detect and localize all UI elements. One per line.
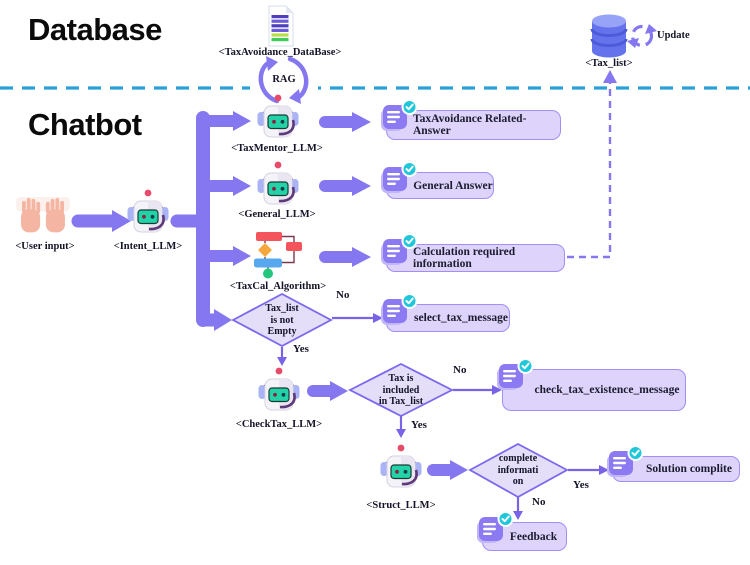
message-text: TaxAvoidance Related-Answer: [413, 113, 527, 137]
chat-check-icon: [381, 99, 417, 135]
message-feedback: Feedback: [482, 522, 567, 551]
message-text: Solution complite: [646, 463, 732, 475]
decision-tax-included-text: Tax is included in Tax_list: [378, 373, 424, 407]
message-general-answer: General Answer: [386, 172, 494, 199]
message-tax-avoidance-answer: TaxAvoidance Related-Answer: [386, 110, 561, 140]
message-check-tax-existence: check_tax_existence_message: [502, 369, 686, 411]
message-solution-complete: Solution complite: [612, 456, 740, 482]
taxcal-algorithm-label: <TaxCal_Algorithm>: [229, 281, 327, 292]
message-calculation-info: Calculation required information: [386, 244, 565, 272]
decision-diamonds: [231, 292, 569, 499]
intent-llm-robot-icon: [124, 188, 172, 236]
checktax-llm-label: <CheckTax_LLM>: [235, 419, 323, 430]
intent-llm-label: <Intent_LLM>: [113, 241, 183, 252]
tax-database-label: <TaxAvoidance_DataBase>: [218, 47, 342, 58]
yes-label-3: Yes: [573, 479, 589, 491]
taxmentor-llm-label: <TaxMentor_LLM>: [231, 143, 323, 154]
struct-llm-robot-icon: [377, 443, 425, 491]
chat-check-icon: [381, 293, 417, 329]
chat-check-icon: [497, 358, 533, 394]
taxmentor-llm-robot-icon: [254, 93, 302, 141]
no-label-1: No: [336, 289, 350, 301]
diamond-tax-list-not-empty: [231, 292, 333, 348]
checktax-llm-robot-icon: [255, 366, 303, 414]
yes-label-1: Yes: [293, 343, 309, 355]
general-llm-label: <General_LLM>: [238, 209, 316, 220]
chat-check-icon: [381, 233, 417, 269]
update-label: Update: [657, 30, 690, 41]
refresh-icon: [627, 24, 657, 48]
no-label-2: No: [453, 364, 467, 376]
message-text: check_tax_existence_message: [534, 384, 680, 396]
tax-list-label: <Tax_list>: [585, 58, 633, 69]
user-input-label: <User input>: [15, 241, 75, 252]
flowchart-icon: [248, 230, 304, 280]
diamond-complete-information: [468, 442, 569, 499]
database-icon: [590, 12, 628, 60]
branch-arrows: [277, 313, 609, 520]
message-text: select_tax_message: [414, 312, 508, 324]
message-text: Calculation required information: [413, 246, 516, 270]
document-icon: [266, 5, 296, 47]
section-title-database: Database: [28, 12, 162, 47]
message-text: General Answer: [413, 179, 493, 192]
dashed-update-connector: [567, 70, 617, 259]
yes-label-2: Yes: [411, 419, 427, 431]
rag-cycle-icon: [258, 56, 309, 104]
message-text: Feedback: [509, 530, 558, 543]
struct-llm-label: <Struct_LLM>: [366, 500, 436, 511]
rag-label: RAG: [272, 74, 296, 85]
chat-check-icon: [607, 445, 643, 481]
chat-check-icon: [381, 161, 417, 197]
decision-complete-information-text: complete informati on: [497, 453, 539, 487]
decision-tax-list-not-empty-text: Tax_list is not Empty: [265, 303, 299, 337]
chat-check-icon: [477, 511, 513, 547]
section-title-chatbot: Chatbot: [28, 107, 142, 142]
flow-arrows: [71, 111, 468, 480]
hands-typing-icon: [16, 197, 70, 239]
general-llm-robot-icon: [254, 160, 302, 208]
diamond-tax-included: [348, 362, 454, 418]
no-label-3: No: [532, 496, 546, 508]
